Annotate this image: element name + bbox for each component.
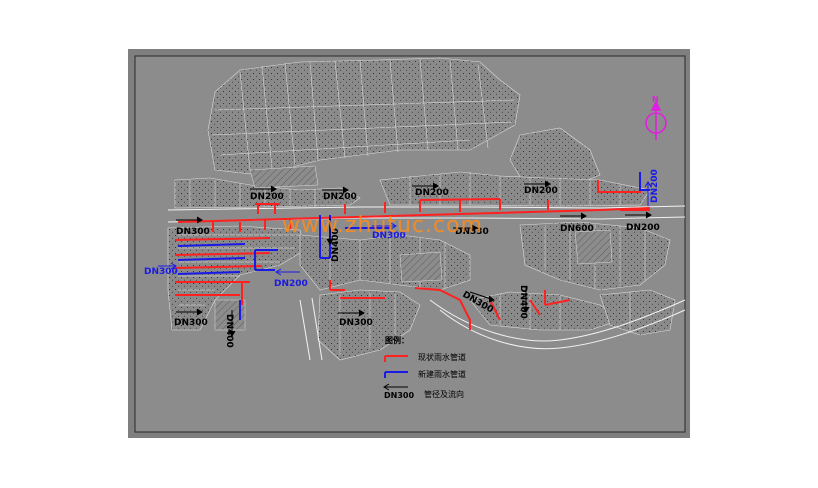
legend-flow-arrow-icon xyxy=(383,383,408,391)
pipe-label: DN300 xyxy=(339,318,373,328)
north-label: N xyxy=(652,95,659,104)
legend-existing-label: 现状雨水管道 xyxy=(418,352,466,362)
north-arrow-icon xyxy=(645,100,667,140)
pipe-label: DN200 xyxy=(250,192,284,202)
pipe-label: DN400 xyxy=(518,285,528,319)
pipe-label: DN300 xyxy=(372,231,406,241)
pipe-label: DN300 xyxy=(144,267,178,277)
flow-arrows xyxy=(176,180,652,337)
watermark: www.zhutuc.com xyxy=(282,213,483,238)
legend: 图例： 现状雨水管道 新建雨水管道 DN300 管径及流向 xyxy=(383,335,466,400)
legend-flow-symbol: DN300 xyxy=(384,391,414,400)
pipe-label: DN200 xyxy=(415,188,449,198)
pipe-label: DN200 xyxy=(524,186,558,196)
pipe-label: DN400 xyxy=(331,228,341,262)
pipe-label: DN600 xyxy=(560,224,594,234)
pipe-label: DN200 xyxy=(626,223,660,233)
pipe-label: DN530 xyxy=(455,227,489,237)
legend-new-label: 新建雨水管道 xyxy=(418,369,466,379)
flow-arrows-blue xyxy=(158,181,652,276)
pipe-label: DN400 xyxy=(224,314,234,348)
legend-new-swatch xyxy=(384,371,408,378)
legend-flow-label: 管径及流向 xyxy=(424,389,464,399)
pipe-label: DN200 xyxy=(323,192,357,202)
pipe-label: DN300 xyxy=(176,227,210,237)
pipe-label: DN200 xyxy=(650,169,660,203)
block-subdivisions xyxy=(178,58,646,355)
pipe-labels: DN200 DN200 DN200 DN200 DN200 DN300 DN30… xyxy=(144,169,660,348)
hatched-blocks xyxy=(214,165,613,331)
pipe-label: DN200 xyxy=(274,279,308,289)
legend-existing-swatch xyxy=(384,355,408,362)
pipe-label: DN300 xyxy=(174,318,208,328)
legend-title: 图例： xyxy=(385,335,409,345)
